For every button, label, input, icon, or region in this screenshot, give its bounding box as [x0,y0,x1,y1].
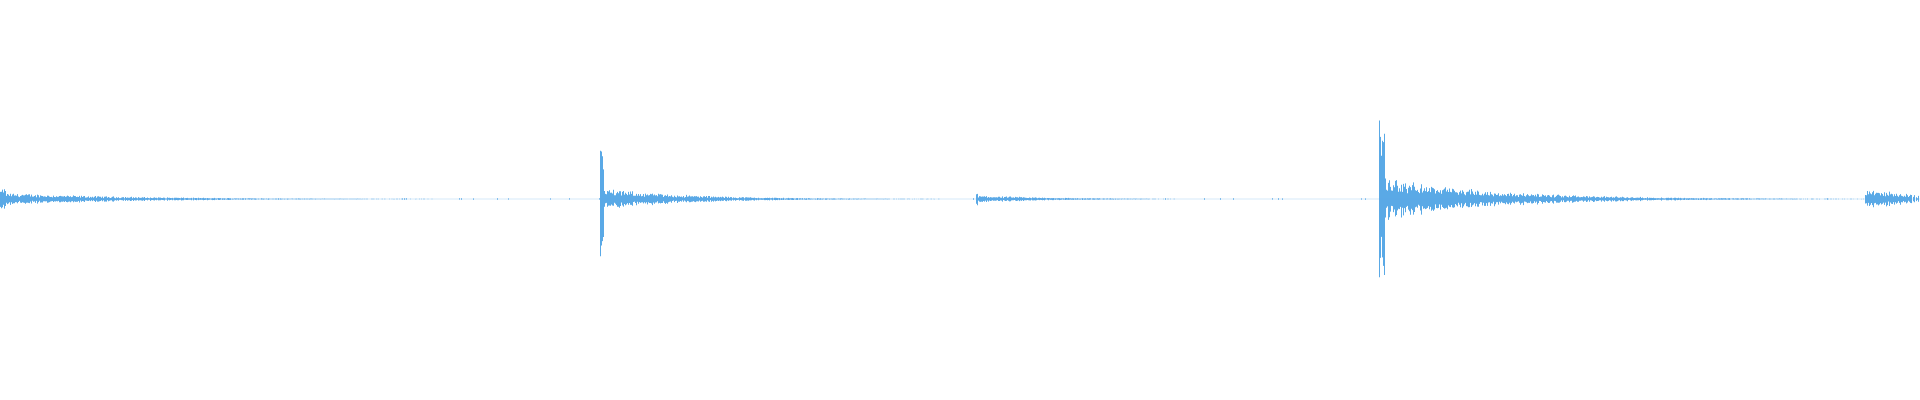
waveform-trace [0,120,1920,278]
waveform-path [0,120,1919,278]
